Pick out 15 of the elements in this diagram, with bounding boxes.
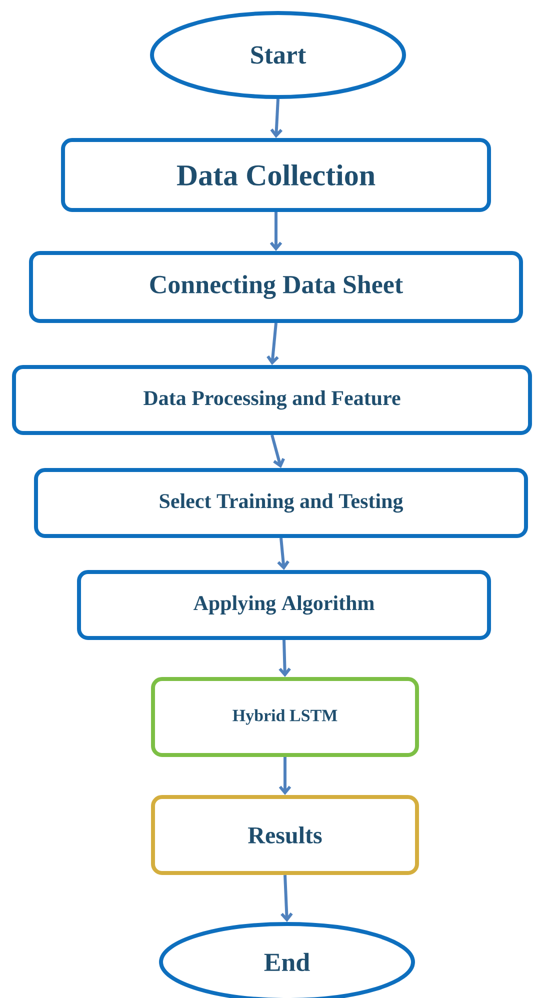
arrow [266,322,279,365]
process-box: Data Processing and Feature [12,365,532,435]
arrow [270,212,282,251]
arrow [278,640,291,677]
process-box: Select Training and Testing [34,468,528,538]
arrow [278,757,292,795]
arrow [280,874,293,922]
arrow [270,98,283,138]
arrow [270,434,285,468]
process-box: Data Collection [61,138,491,212]
process-box: Hybrid LSTM [151,677,419,757]
process-box: Applying Algorithm [77,570,491,640]
arrow [277,538,290,570]
process-box: Connecting Data Sheet [29,251,523,323]
process-box: Results [151,795,419,875]
